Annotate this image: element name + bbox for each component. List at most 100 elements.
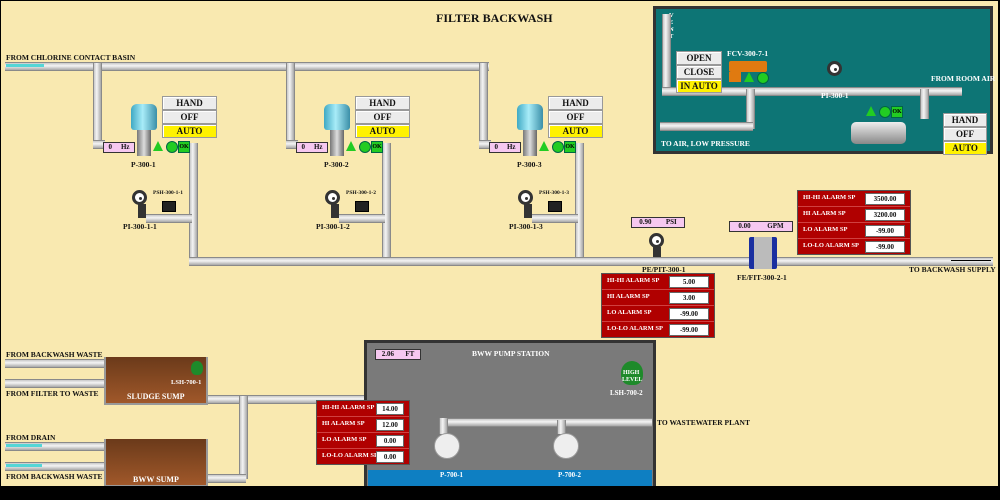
pump-icon-p-700-1[interactable] (434, 433, 460, 459)
pump-icon-p-700-2[interactable] (553, 433, 579, 459)
inlet-label-chlorine: FROM CHLORINE CONTACT BASIN (6, 53, 136, 62)
alarm-setpoint-input[interactable]: 3200.00 (865, 209, 905, 221)
valve-open-button[interactable]: OPEN (676, 51, 722, 65)
gauge-stem (653, 247, 661, 257)
pump-station-title: BWW PUMP STATION (472, 349, 550, 358)
pump-motor-icon[interactable] (324, 104, 350, 130)
pipe (5, 379, 105, 388)
inlet-label-backwash-waste-2: FROM BACKWASH WASTE (6, 472, 103, 481)
flow-meter-icon[interactable] (749, 237, 777, 269)
alarm-row-lo-lo: LO-LO ALARM SP-99.00 (798, 239, 910, 254)
pressure-transmitter-icon[interactable] (649, 233, 664, 248)
vent-label: VENT (669, 12, 674, 40)
valve-actuator-icon[interactable] (729, 61, 767, 72)
valve-tag: FCV-300-7-1 (727, 49, 769, 58)
blower-auto-button[interactable]: AUTO (943, 141, 987, 155)
pipe (146, 214, 192, 223)
level-switch-text-level: LEVEL (622, 377, 643, 383)
ok-status-icon: OK (178, 141, 190, 153)
pressure-gauge-icon[interactable] (325, 190, 340, 205)
auto-status-icon (359, 141, 371, 153)
pipe (532, 214, 578, 223)
alarm-setpoint-input[interactable]: 3500.00 (865, 193, 905, 205)
alarm-setpoint-input[interactable]: 3.00 (669, 292, 709, 304)
mode-auto-button[interactable]: AUTO (162, 124, 217, 138)
inlet-label-filter-to-waste: FROM FILTER TO WASTE (6, 389, 99, 398)
pressure-switch-icon[interactable] (355, 201, 369, 212)
pump-tag-p-700-2: P-700-2 (558, 471, 581, 479)
pressure-gauge-icon[interactable] (827, 61, 842, 76)
blower-hand-button[interactable]: HAND (943, 113, 987, 127)
alarm-setpoint-input[interactable]: 5.00 (669, 276, 709, 288)
pump-body-icon (330, 130, 344, 156)
alarm-setpoint-input[interactable]: -99.00 (669, 308, 709, 320)
alarm-setpoint-input[interactable]: -99.00 (865, 241, 905, 253)
low-pressure-pipe (660, 122, 753, 131)
inlet-label-backwash-waste-1: FROM BACKWASH WASTE (6, 350, 103, 359)
pipe (5, 462, 105, 471)
blower-off-button[interactable]: OFF (943, 127, 987, 141)
pipe (382, 143, 391, 263)
water-level (368, 470, 652, 486)
mode-hand-button[interactable]: HAND (162, 96, 217, 110)
mode-off-button[interactable]: OFF (355, 110, 410, 124)
pump-motor-icon[interactable] (517, 104, 543, 130)
pressure-gauge-icon[interactable] (518, 190, 533, 205)
valve-close-button[interactable]: CLOSE (676, 65, 722, 79)
alarm-row-lo-lo: LO-LO ALARM SP-99.00 (602, 322, 714, 337)
pump-tag-p-700-1: P-700-1 (440, 471, 463, 479)
arrow-icon (951, 260, 991, 261)
level-switch-text-high: HIGH (623, 370, 640, 376)
pressure-switch-icon[interactable] (162, 201, 176, 212)
pressure-gauge-icon[interactable] (132, 190, 147, 205)
auto-status-icon (757, 72, 769, 84)
pipe (575, 143, 584, 263)
alarm-setpoint-input[interactable]: -99.00 (865, 225, 905, 237)
pipe (208, 474, 246, 483)
outlet-label-wastewater-plant: TO WASTEWATER PLANT (657, 418, 750, 427)
pressure-switch-icon[interactable] (548, 201, 562, 212)
alarm-setpoint-input[interactable]: 0.00 (376, 435, 404, 447)
mode-off-button[interactable]: OFF (162, 110, 217, 124)
mode-hand-button[interactable]: HAND (355, 96, 410, 110)
flow-arrow-icon (6, 444, 42, 447)
pump-motor-icon[interactable] (131, 104, 157, 130)
pipe (479, 140, 491, 149)
gauge-tag: PI-300-1-3 (509, 222, 543, 231)
blower-motor-icon[interactable] (851, 122, 906, 144)
mode-auto-button[interactable]: AUTO (548, 124, 603, 138)
outlet-label-backwash-supply: TO BACKWASH SUPPLY (909, 265, 996, 274)
valve-in-auto-button[interactable]: IN AUTO (676, 79, 722, 93)
level-switch-icon[interactable] (191, 361, 203, 375)
pipe (189, 143, 198, 263)
pipe (239, 396, 248, 479)
alarm-setpoint-input[interactable]: 14.00 (376, 403, 404, 415)
alarm-setpoint-input[interactable]: -99.00 (669, 324, 709, 336)
pipe (746, 89, 755, 129)
ok-status-icon: OK (371, 141, 383, 153)
pressure-switch-tag: PSH-300-1-3 (539, 190, 569, 196)
alarm-setpoint-input[interactable]: 12.00 (376, 419, 404, 431)
mode-auto-button[interactable]: AUTO (355, 124, 410, 138)
pipe (93, 140, 105, 149)
pipe (286, 140, 298, 149)
gauge-stem (331, 204, 339, 218)
mode-off-button[interactable]: OFF (548, 110, 603, 124)
alarm-setpoint-input[interactable]: 0.00 (376, 451, 404, 463)
air-header-pipe (662, 87, 962, 96)
level-switch-icon[interactable] (621, 361, 643, 385)
mode-hand-button[interactable]: HAND (548, 96, 603, 110)
page-title: FILTER BACKWASH (436, 11, 553, 25)
alarm-ack-icon (539, 141, 549, 151)
